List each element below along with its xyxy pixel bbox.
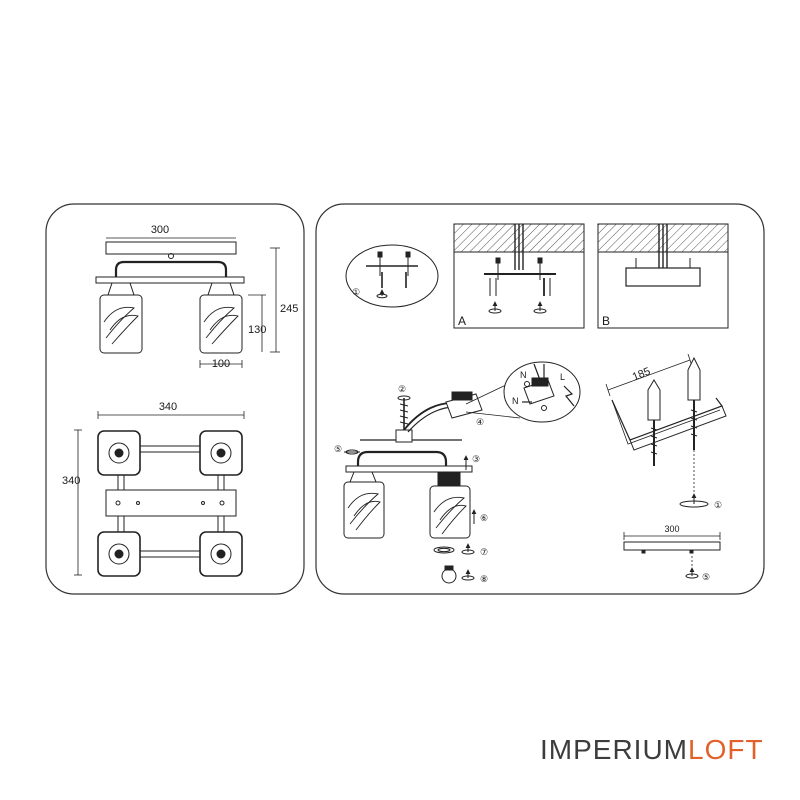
step-3-label: ③: [472, 454, 480, 464]
panel-b: [597, 223, 729, 329]
shade-left-front: [99, 294, 143, 354]
arm-bar-front: [95, 276, 245, 284]
step-1-label-detail: ①: [352, 287, 360, 297]
mounting-bracket: [605, 353, 727, 508]
step-8-label: ⑧: [480, 574, 488, 584]
hardware-detail: [345, 244, 439, 308]
step-5-label-assembly: ⑤: [334, 444, 342, 454]
dim-total-height: 245: [280, 303, 298, 315]
dim-plate-width: 300: [664, 524, 679, 534]
exploded-shade-left: [343, 481, 385, 539]
dim-install-width: 185: [631, 365, 653, 383]
dim-top-width: 340: [159, 401, 177, 413]
step-6-label: ⑥: [480, 513, 488, 523]
panel-b-label: B: [602, 314, 610, 328]
step-4-label: ④: [476, 417, 484, 427]
dim-shade-height: 130: [248, 324, 266, 336]
dim-top-depth: 340: [62, 475, 80, 487]
panel-a-label: A: [458, 314, 466, 328]
dim-front-width: 300: [151, 224, 169, 236]
dimensions-panel: [45, 203, 305, 595]
wiring-detail: [465, 361, 581, 423]
top-view: [74, 411, 245, 577]
brand-logo-main: IMPERIUM: [540, 734, 688, 765]
step-1-label-install: ①: [714, 500, 722, 510]
shade-right-front: [199, 294, 243, 354]
wiring-n-bottom: N: [512, 396, 519, 406]
step-5-label-install: ⑤: [702, 572, 710, 582]
panel-a: [453, 223, 585, 329]
wiring-n-top: N: [520, 370, 527, 380]
ceiling-plate-install: [623, 532, 721, 579]
step-7-label: ⑦: [480, 547, 488, 557]
step-2-label: ②: [398, 384, 406, 394]
front-view: [95, 237, 280, 368]
wiring-l: L: [560, 372, 565, 382]
exploded-assembly: [343, 391, 483, 584]
brand-logo-accent: LOFT: [688, 734, 764, 765]
ceiling-plate-front: [105, 241, 237, 255]
installation-panel: [315, 203, 765, 595]
ceiling-plate-top: [105, 489, 237, 517]
dim-shade-width: 100: [212, 358, 230, 370]
brand-logo: IMPERIUMLOFT: [540, 734, 764, 766]
